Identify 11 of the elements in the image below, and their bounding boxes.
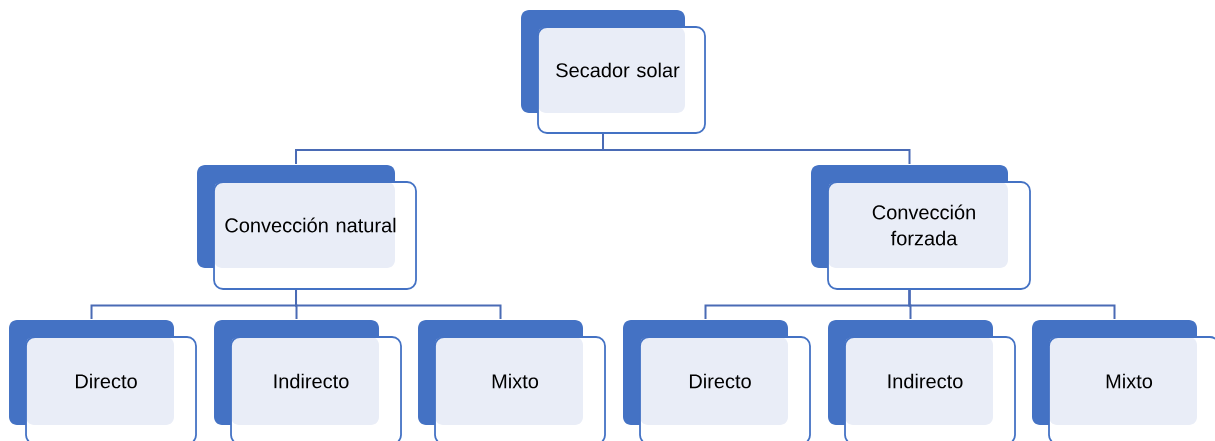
org-chart-box: Mixto: [1032, 320, 1215, 441]
org-chart-box: Directo: [9, 320, 197, 441]
org-chart-box: Indirecto: [828, 320, 1016, 441]
connector-line: [295, 288, 502, 321]
org-chart-box: Convección forzada: [811, 165, 1031, 290]
org-chart-box: Mixto: [418, 320, 606, 441]
org-chart-box: Secador solar: [521, 10, 706, 134]
org-chart-box: Directo: [623, 320, 811, 441]
org-chart-box: Convección natural: [197, 165, 417, 290]
connector-line: [908, 288, 1116, 321]
org-chart-box: Indirecto: [214, 320, 402, 441]
